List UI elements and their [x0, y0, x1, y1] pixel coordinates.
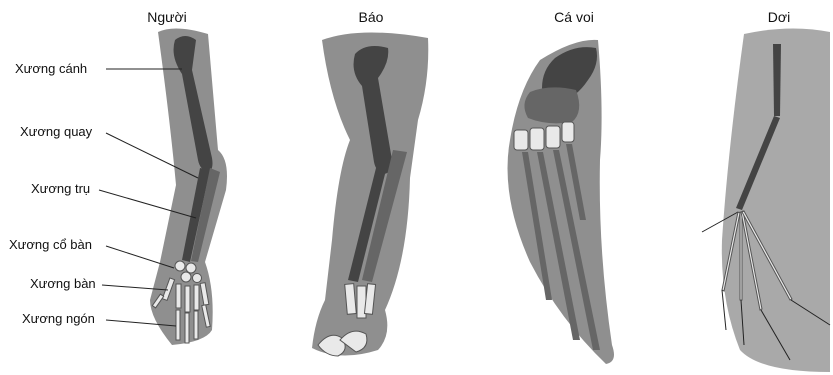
panel-title-human: Người: [147, 9, 187, 25]
panel-leopard: Báo: [312, 9, 428, 356]
label-metacarpals: Xương bàn: [30, 276, 96, 291]
label-humerus: Xương cánh: [15, 61, 87, 76]
panel-title-whale: Cá voi: [554, 9, 594, 25]
label-radius: Xương quay: [20, 124, 93, 139]
panel-bat: Dơi: [702, 9, 830, 372]
label-phalanges: Xương ngón: [22, 311, 95, 326]
label-carpals: Xương cổ bàn: [9, 237, 92, 252]
panel-whale: Cá voi: [508, 9, 615, 364]
panel-title-leopard: Báo: [359, 9, 384, 25]
panel-title-bat: Dơi: [768, 9, 790, 25]
label-ulna: Xương trụ: [31, 181, 90, 196]
panel-human: Người Xương cánh Xương quay: [9, 9, 227, 345]
bat-humerus: [773, 44, 781, 116]
whale-radius-ulna: [524, 87, 579, 123]
